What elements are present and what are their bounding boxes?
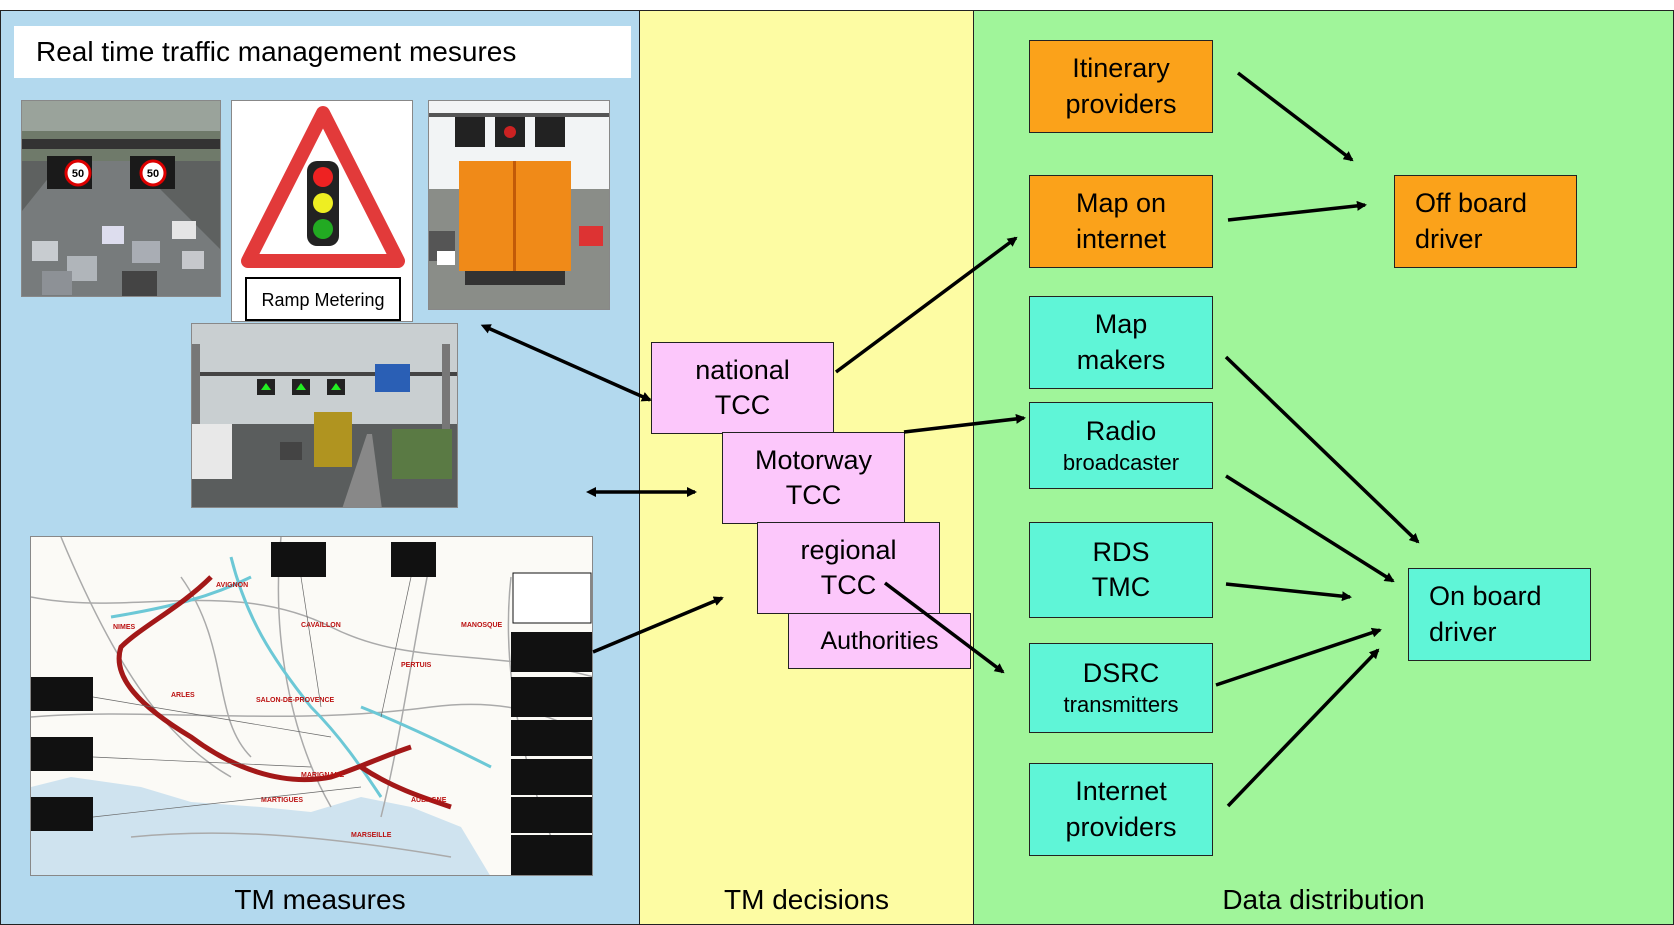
off-board-driver-box: Off board driver — [1394, 175, 1577, 268]
regional-tcc-box: regional TCC — [757, 522, 940, 614]
map-label-pertuis: PERTUIS — [401, 662, 432, 669]
national-tcc-line1: national — [695, 354, 790, 385]
authorities-box: Authorities — [788, 613, 971, 669]
radio-broadcaster-box: Radio broadcaster — [1029, 402, 1213, 489]
lorry-photo — [428, 100, 610, 310]
data-distribution-label: Data distribution — [1222, 884, 1425, 915]
speed-sign-1: 50 — [72, 168, 84, 180]
on-board-line1: On board — [1429, 581, 1542, 612]
map-label-marseille: MARSEILLE — [351, 832, 392, 839]
map-label-cavaillon: CAVAILLON — [301, 622, 341, 629]
dsrc-line2: transmitters — [1063, 692, 1179, 718]
tm-decisions-label: TM decisions — [724, 884, 889, 915]
national-tcc-line2: TCC — [714, 390, 771, 420]
dsrc-transmitters-box: DSRC transmitters — [1029, 643, 1213, 733]
regional-tcc-line1: regional — [800, 534, 897, 565]
speed-sign-2: 50 — [147, 168, 159, 180]
map-label-aubagne: AUBAGNE — [411, 797, 447, 804]
traffic-map: NIMES ARLES AVIGNON SALON-DE-PROVENCE MA… — [30, 536, 593, 876]
internet-line2: providers — [1065, 811, 1177, 842]
map-label-salon: SALON-DE-PROVENCE — [256, 697, 335, 704]
map-label-nimes: NIMES — [113, 624, 136, 631]
national-tcc-box: national TCC — [651, 342, 834, 434]
map-label-martigues: MARTIGUES — [261, 797, 303, 804]
map-label-manosque: MANOSQUE — [461, 622, 503, 629]
map-makers-box: Map makers — [1029, 296, 1213, 389]
tm-measures-label: TM measures — [234, 884, 406, 915]
map-label-marignane: MARIGNANE — [301, 772, 344, 779]
map-makers-line1: Map — [1094, 309, 1148, 340]
motorway-tcc-line2: TCC — [785, 480, 842, 510]
map-label-avignon: AVIGNON — [216, 582, 248, 589]
itinerary-line1: Itinerary — [1072, 53, 1170, 84]
ramp-metering-photo: Ramp Metering — [231, 100, 413, 322]
on-board-line2: driver — [1429, 616, 1497, 647]
title-box: Real time traffic management mesures — [14, 26, 631, 78]
map-makers-line2: makers — [1076, 344, 1166, 375]
map-internet-line1: Map on — [1075, 188, 1167, 219]
map-label-arles: ARLES — [171, 692, 195, 699]
ramp-metering-text: Ramp Metering — [261, 290, 384, 310]
title-text: Real time traffic management mesures — [36, 36, 517, 67]
map-on-internet-box: Map on internet — [1029, 175, 1213, 268]
authorities-label: Authorities — [820, 626, 939, 655]
internet-line1: Internet — [1075, 776, 1167, 807]
dsrc-line1: DSRC — [1082, 658, 1160, 689]
speed-limit-photo: 50 50 — [21, 100, 221, 297]
map-internet-line2: internet — [1075, 223, 1167, 254]
rds-line2: TMC — [1091, 572, 1151, 602]
on-board-driver-box: On board driver — [1408, 568, 1591, 661]
rds-line1: RDS — [1092, 536, 1150, 567]
radio-line1: Radio — [1085, 415, 1157, 446]
regional-tcc-line2: TCC — [820, 570, 877, 600]
lane-control-photo — [191, 323, 458, 508]
internet-providers-box: Internet providers — [1029, 763, 1213, 856]
itinerary-line2: providers — [1065, 88, 1177, 119]
motorway-tcc-line1: Motorway — [754, 444, 873, 475]
radio-line2: broadcaster — [1062, 449, 1180, 475]
off-board-line1: Off board — [1415, 188, 1528, 219]
motorway-tcc-box: Motorway TCC — [722, 432, 905, 524]
rds-tmc-box: RDS TMC — [1029, 522, 1213, 618]
itinerary-providers-box: Itinerary providers — [1029, 40, 1213, 133]
off-board-line2: driver — [1415, 223, 1483, 254]
